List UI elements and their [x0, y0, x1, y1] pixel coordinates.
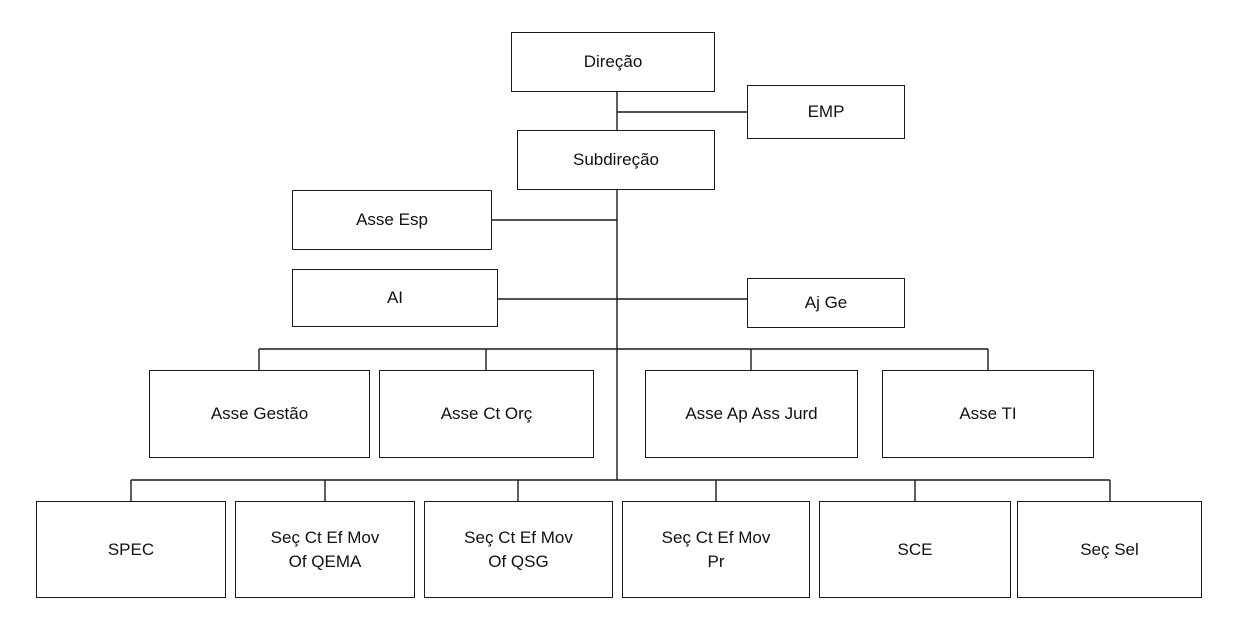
node-direcao: Direção	[511, 32, 715, 92]
node-sec-ct-ef-mov-of-qsg: Seç Ct Ef Mov Of QSG	[424, 501, 613, 598]
node-sec-ct-ef-mov-of-qema-label: Seç Ct Ef Mov Of QEMA	[270, 527, 380, 571]
node-sec-sel: Seç Sel	[1017, 501, 1202, 598]
node-subdirecao-label: Subdireção	[572, 150, 659, 169]
node-sec-sel-label: Seç Sel	[1080, 539, 1139, 559]
node-asse-ap-ass-jurd-label: Asse Ap Ass Jurd	[685, 404, 818, 423]
node-emp: EMP	[747, 85, 905, 139]
node-sce: SCE	[819, 501, 1011, 598]
node-sec-ct-ef-mov-of-qema: Seç Ct Ef Mov Of QEMA	[235, 501, 415, 598]
node-sec-ct-ef-mov-of-qsg-label: Seç Ct Ef Mov Of QSG	[464, 527, 573, 571]
node-asse-ti: Asse TI	[882, 370, 1094, 458]
node-sec-ct-ef-mov-pr: Seç Ct Ef Mov Pr	[622, 501, 810, 598]
node-spec: SPEC	[36, 501, 226, 598]
node-asse-ti-label: Asse TI	[959, 404, 1017, 423]
node-ai: AI	[292, 269, 498, 327]
node-aj-ge-label: Aj Ge	[804, 293, 848, 312]
node-sec-ct-ef-mov-pr-label: Seç Ct Ef Mov Pr	[661, 527, 771, 571]
node-sce-label: SCE	[897, 539, 933, 559]
node-asse-esp-label: Asse Esp	[356, 210, 428, 229]
node-aj-ge: Aj Ge	[747, 278, 905, 328]
node-asse-ct-orc: Asse Ct Orç	[379, 370, 594, 458]
node-subdirecao: Subdireção	[517, 130, 715, 190]
node-asse-ct-orc-label: Asse Ct Orç	[440, 404, 533, 423]
node-spec-label: SPEC	[107, 539, 155, 559]
node-ai-label: AI	[386, 288, 404, 307]
node-asse-gestao-label: Asse Gestão	[210, 404, 309, 423]
node-asse-esp: Asse Esp	[292, 190, 492, 250]
node-emp-label: EMP	[807, 102, 845, 121]
node-asse-gestao: Asse Gestão	[149, 370, 370, 458]
node-asse-ap-ass-jurd: Asse Ap Ass Jurd	[645, 370, 858, 458]
node-direcao-label: Direção	[583, 52, 643, 71]
